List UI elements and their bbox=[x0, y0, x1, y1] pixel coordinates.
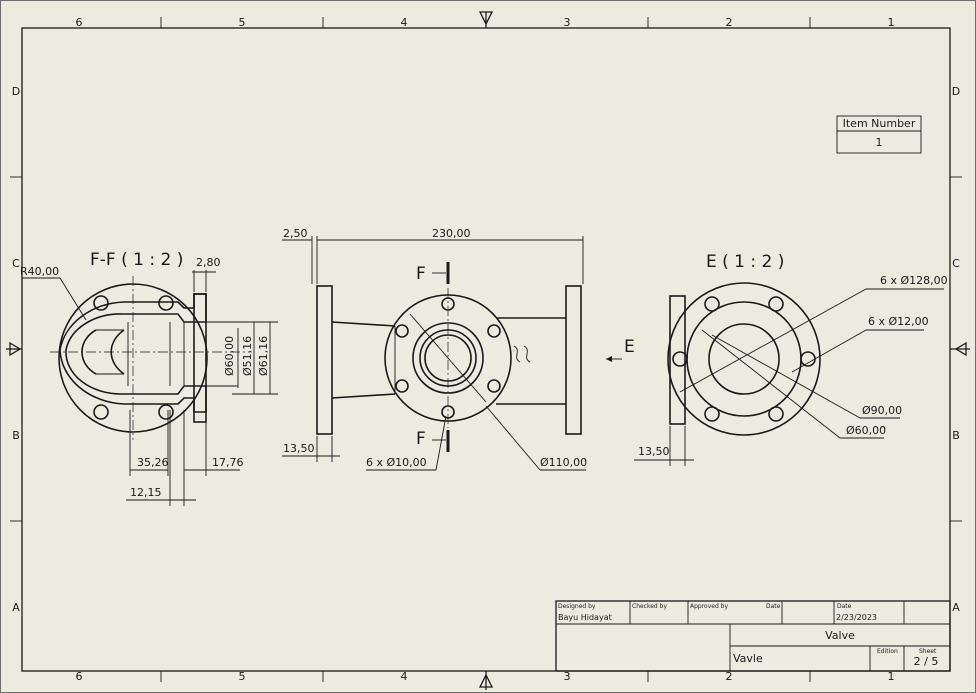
zone-bottom-5: 5 bbox=[239, 670, 246, 683]
drawing-subtitle: Vavle bbox=[733, 652, 763, 665]
zone-right-D: D bbox=[952, 85, 960, 98]
dim-6x-d12: 6 x Ø12,00 bbox=[868, 315, 929, 328]
zone-top-4: 4 bbox=[401, 16, 408, 29]
item-number-value: 1 bbox=[876, 136, 883, 149]
approved-by-label: Approved by bbox=[690, 603, 728, 610]
zone-bottom-6: 6 bbox=[76, 670, 83, 683]
dim-13-50-detail: 13,50 bbox=[638, 445, 670, 458]
edition-label: Edition bbox=[877, 648, 898, 655]
zone-bottom-2: 2 bbox=[726, 670, 733, 683]
zone-left-C: C bbox=[12, 257, 20, 270]
dim-d110: Ø110,00 bbox=[540, 456, 587, 469]
sheet-label: Sheet bbox=[919, 648, 937, 655]
dim-230: 230,00 bbox=[432, 227, 471, 240]
zone-top-3: 3 bbox=[564, 16, 571, 29]
detail-view-label: E ( 1 : 2 ) bbox=[706, 252, 784, 272]
zone-top-2: 2 bbox=[726, 16, 733, 29]
zone-top-1: 1 bbox=[888, 16, 895, 29]
dim-35-26: 35,26 bbox=[137, 456, 169, 469]
dim-12-15: 12,15 bbox=[130, 486, 162, 499]
zone-left-D: D bbox=[12, 85, 20, 98]
sheet-number: 2 / 5 bbox=[914, 655, 939, 668]
designed-by-value: Bayu Hidayat bbox=[558, 613, 612, 622]
date-label-2: Date bbox=[837, 603, 852, 610]
zone-bottom-4: 4 bbox=[401, 670, 408, 683]
dim-r40: R40,00 bbox=[20, 265, 59, 278]
cut-marker-f-bottom: F bbox=[416, 429, 426, 449]
dim-d61-16: Ø61,16 bbox=[257, 336, 270, 376]
dim-6x-d10: 6 x Ø10,00 bbox=[366, 456, 427, 469]
drawing-title: Valve bbox=[825, 629, 855, 642]
dim-13-50-front: 13,50 bbox=[283, 442, 315, 455]
date-value: 2/23/2023 bbox=[836, 613, 877, 622]
zone-bottom-3: 3 bbox=[564, 670, 571, 683]
date-label-1: Date bbox=[766, 603, 781, 610]
dim-6x-d128: 6 x Ø128,00 bbox=[880, 274, 948, 287]
title-block: Designed by Bayu Hidayat Checked by Appr… bbox=[555, 600, 951, 672]
designed-by-label: Designed by bbox=[558, 603, 596, 610]
item-number-table: Item Number 1 bbox=[836, 115, 922, 154]
zone-bottom-1: 1 bbox=[888, 670, 895, 683]
section-view-label: F-F ( 1 : 2 ) bbox=[90, 250, 183, 270]
dim-17-76: 17,76 bbox=[212, 456, 244, 469]
detail-view-e[interactable]: E ( 1 : 2 ) 6 x Ø128,00 6 x Ø12,00 Ø90,0… bbox=[634, 252, 948, 466]
zone-left-A: A bbox=[12, 601, 20, 614]
zone-right-C: C bbox=[952, 257, 960, 270]
zone-labels: 6 5 4 3 2 1 6 5 4 3 2 1 D C B A D C B A bbox=[12, 16, 960, 683]
zone-right-B: B bbox=[952, 429, 960, 442]
dim-d90: Ø90,00 bbox=[862, 404, 902, 417]
cut-marker-e: E bbox=[624, 337, 635, 357]
zone-top-6: 6 bbox=[76, 16, 83, 29]
zone-left-B: B bbox=[12, 429, 20, 442]
front-view[interactable]: F F E 2,50 230,00 13,50 6 x Ø10,00 Ø110,… bbox=[282, 227, 635, 471]
item-number-header: Item Number bbox=[843, 117, 916, 130]
checked-by-label: Checked by bbox=[632, 603, 667, 610]
dim-d51-16: Ø51,16 bbox=[241, 336, 254, 376]
zone-right-A: A bbox=[952, 601, 960, 614]
dim-2-80: 2,80 bbox=[196, 256, 221, 269]
zone-top-5: 5 bbox=[239, 16, 246, 29]
dim-d60-detail: Ø60,00 bbox=[846, 424, 886, 437]
dim-2-50: 2,50 bbox=[283, 227, 308, 240]
dim-d60: Ø60,00 bbox=[223, 336, 236, 376]
cut-marker-f-top: F bbox=[416, 264, 426, 284]
section-view-ff[interactable]: F-F ( 1 : 2 ) bbox=[20, 250, 278, 506]
